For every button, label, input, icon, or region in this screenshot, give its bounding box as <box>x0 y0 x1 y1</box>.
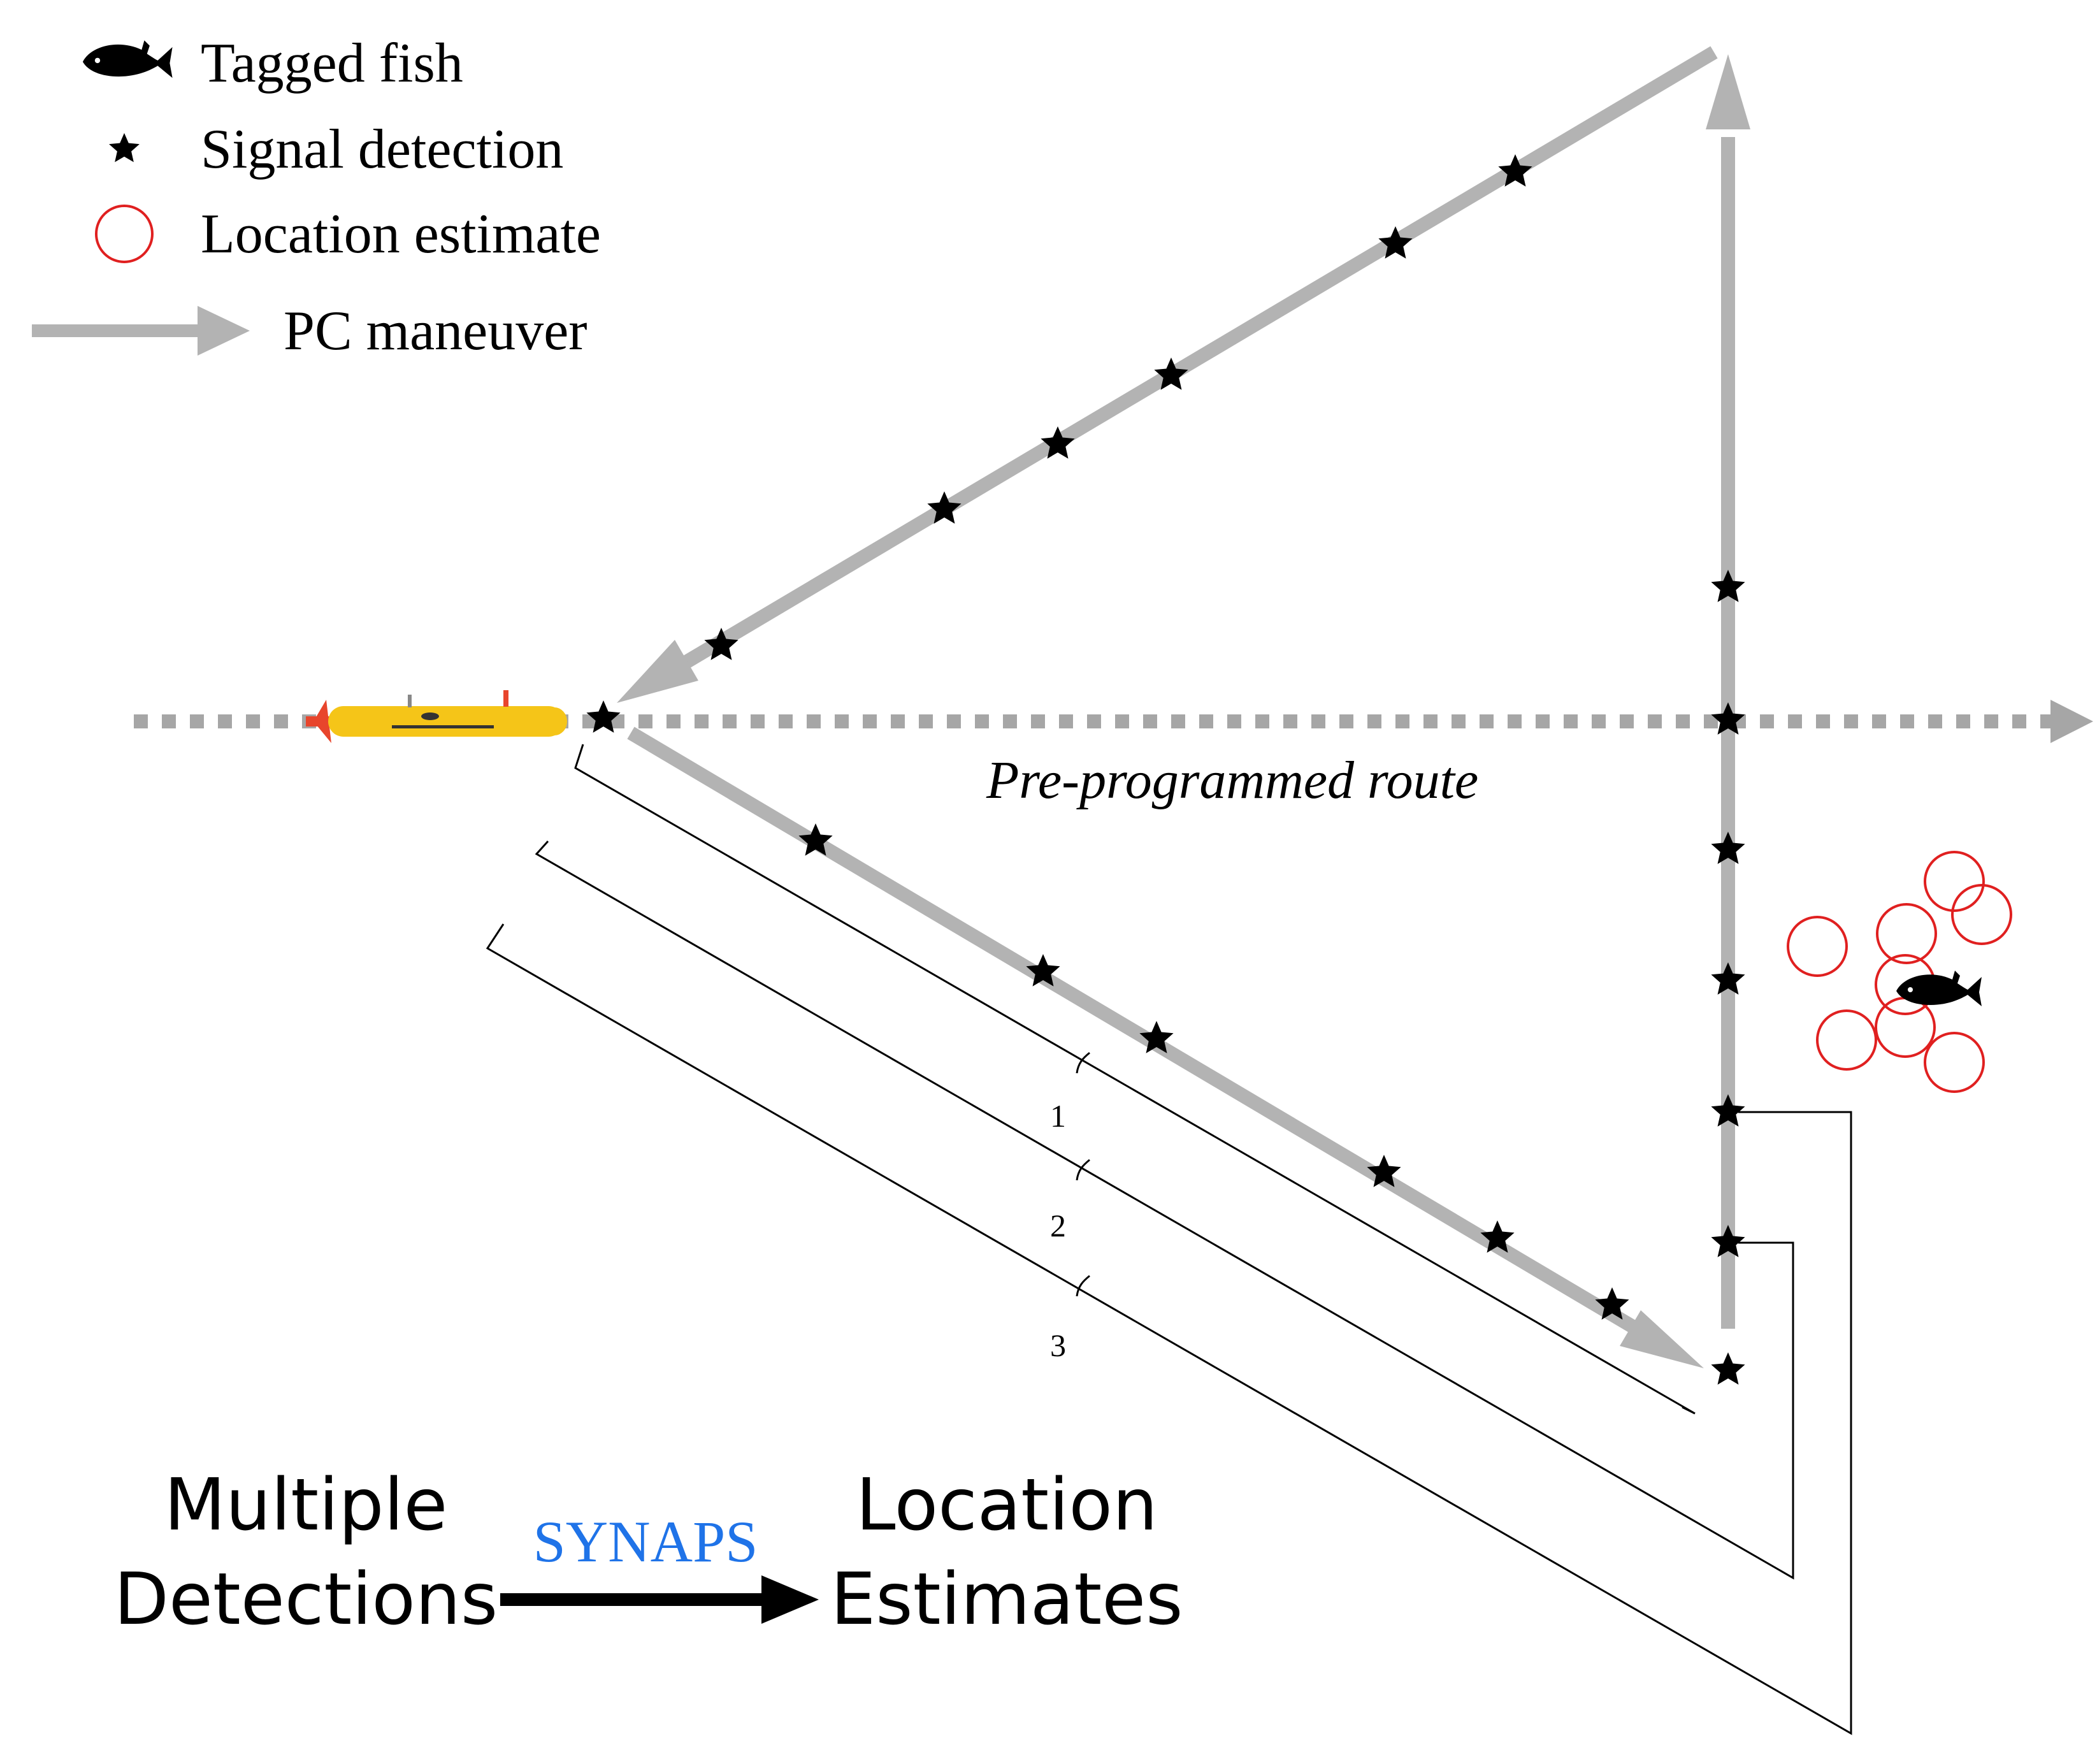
bracket-2 <box>535 840 1794 1580</box>
legend-label-signal-detection: Signal detection <box>201 119 563 180</box>
location-estimates <box>1787 851 2012 1093</box>
estimate-circle-outline-icon <box>1951 884 2012 945</box>
bracket-label-2: 2 <box>1050 1208 1066 1243</box>
flow-arrow-icon <box>500 1575 819 1624</box>
flow-left-line2: Detections <box>114 1558 498 1641</box>
estimate-circle-outline-icon <box>1875 997 1936 1058</box>
legend-label-tagged-fish: Tagged fish <box>201 33 463 94</box>
tagged-fish-icon <box>1896 971 1982 1006</box>
segment-brackets <box>486 744 1852 1735</box>
process-flow: Multiple Detections SYNAPS Location Esti… <box>114 1464 1183 1641</box>
flow-right-line2: Estimates <box>830 1558 1183 1641</box>
bracket-1 <box>574 744 1696 1415</box>
estimate-circle-outline-icon <box>1787 916 1848 977</box>
flow-left-line1: Multiple <box>164 1464 448 1547</box>
legend-arrow-icon <box>32 306 250 356</box>
estimate-circle-outline-icon <box>1816 1009 1877 1071</box>
estimate-circle-outline-icon <box>1876 903 1937 964</box>
bracket-label-3: 3 <box>1050 1327 1066 1363</box>
legend-fish-icon <box>82 40 173 78</box>
estimate-circle-outline-icon <box>1924 1032 1985 1093</box>
bracket-3 <box>486 923 1852 1735</box>
flow-process-label: SYNAPS <box>533 1509 758 1574</box>
legend-label-pc-maneuver: PC maneuver <box>284 300 587 362</box>
estimate-circle-outline-icon <box>1924 851 1985 912</box>
pc-maneuver-arrowheads <box>617 54 1750 1368</box>
legend-label-location-estimate: Location estimate <box>201 203 601 265</box>
auv-icon <box>306 690 567 743</box>
route-label: Pre-programmed route <box>986 751 1478 810</box>
legend: Tagged fish Signal detection Location es… <box>32 33 601 362</box>
pc-maneuver-path <box>627 46 1735 1351</box>
flow-right-line1: Location <box>856 1464 1158 1547</box>
detection-star-icon <box>1711 1352 1745 1385</box>
bracket-label-1: 1 <box>1050 1098 1066 1134</box>
legend-star-icon <box>109 133 140 163</box>
legend-circle-outline-icon <box>95 205 154 263</box>
